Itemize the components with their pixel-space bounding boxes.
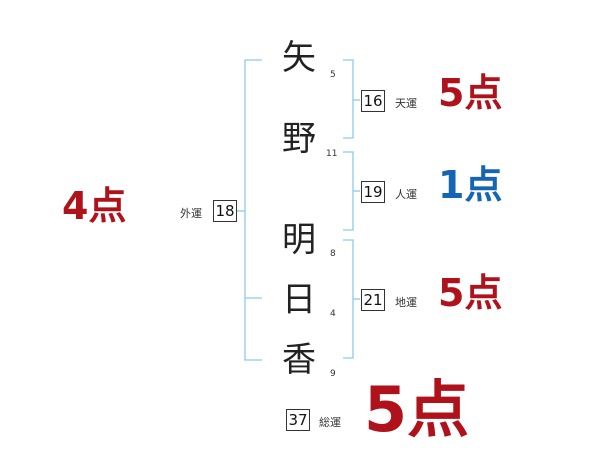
name-char-1: 矢 — [282, 38, 316, 78]
gaiun-label: 外運 — [180, 207, 202, 220]
gaiun-score: 4点 — [62, 184, 127, 228]
tenun-score: 5点 — [438, 71, 503, 115]
chiun-value: 21 — [361, 289, 385, 311]
stroke-count-1: 5 — [330, 70, 336, 80]
name-char-3: 明 — [282, 220, 316, 260]
souun-value: 37 — [286, 409, 310, 431]
tenun-value: 16 — [361, 90, 385, 112]
name-char-5: 香 — [282, 340, 316, 380]
souun-score: 5点 — [364, 373, 470, 446]
chiun-label: 地運 — [395, 296, 417, 309]
stroke-count-3: 8 — [330, 249, 336, 259]
chiun-score: 5点 — [438, 271, 503, 315]
tenun-label: 天運 — [395, 97, 417, 110]
chiun-bracket — [343, 239, 354, 359]
souun-label: 総運 — [319, 416, 341, 429]
gaiun-value: 18 — [213, 200, 237, 222]
gaiun-bracket — [244, 59, 262, 361]
stroke-count-2: 11 — [326, 149, 338, 159]
stroke-count-4: 4 — [330, 309, 336, 319]
name-char-2: 野 — [282, 119, 316, 159]
jinun-score: 1点 — [438, 163, 503, 207]
jinun-label: 人運 — [395, 188, 417, 201]
name-char-4: 日 — [282, 280, 316, 320]
jinun-value: 19 — [361, 181, 385, 203]
stroke-count-5: 9 — [330, 369, 336, 379]
tenun-bracket — [343, 59, 354, 139]
jinun-bracket — [343, 151, 354, 231]
